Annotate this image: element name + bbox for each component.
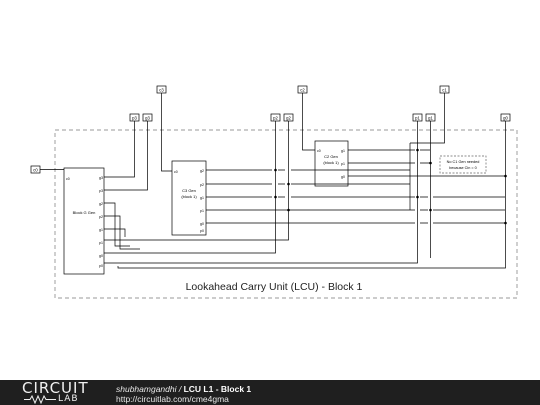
block-g-pin: g0 xyxy=(99,254,103,258)
footer-bar: CIRCUIT LAB shubhamgandhi / LCU L1 - Blo… xyxy=(0,380,540,405)
port-g1: g1 xyxy=(425,113,436,122)
port-c2: c2 xyxy=(297,85,308,94)
design-name[interactable]: LCU L1 - Block 1 xyxy=(183,384,252,394)
svg-text:c1: c1 xyxy=(442,88,447,93)
c2-gen-block xyxy=(314,140,349,187)
port-c0: c0 xyxy=(30,165,41,174)
c3-pin: p2 xyxy=(200,183,204,187)
block-g-pin: g1 xyxy=(99,228,103,232)
c3-c0-pin: c0 xyxy=(174,170,178,174)
svg-text:g3: g3 xyxy=(145,116,150,121)
block-g-gen xyxy=(63,167,105,275)
port-p3: p3 xyxy=(129,113,140,122)
block-g-pin: p3 xyxy=(99,189,103,193)
junctions xyxy=(274,148,507,225)
note-box xyxy=(439,155,487,174)
author-link[interactable]: shubhamgandhi xyxy=(116,384,177,394)
lcu-boundary xyxy=(54,129,518,299)
schematic: Block G Gen c0 g3 p3 g2 p2 g1 p1 g0 p0 C… xyxy=(30,85,518,299)
port-g0: g0 xyxy=(500,113,511,122)
block-g-pin: p0 xyxy=(99,264,103,268)
port-g3: g3 xyxy=(142,113,153,122)
title-separator: / xyxy=(176,384,184,394)
c2-gen-sublabel: (block 1) xyxy=(323,160,339,165)
c2-pin: g1 xyxy=(341,149,345,153)
c3-gen-label: C3 Gen xyxy=(182,188,196,193)
c2-c0-pin: c0 xyxy=(317,149,321,153)
c3-gen-sublabel: (block 1) xyxy=(181,194,197,199)
c3-pin: p1 xyxy=(200,209,204,213)
design-title: shubhamgandhi / LCU L1 - Block 1 xyxy=(116,384,251,394)
c2-gen-label: C2 Gen xyxy=(324,154,338,159)
c3-pin: g2 xyxy=(200,169,204,173)
svg-text:g1: g1 xyxy=(428,116,433,121)
svg-text:p2: p2 xyxy=(273,116,278,121)
c3-pin: p0 xyxy=(200,229,204,233)
logo-lab-text: LAB xyxy=(58,394,79,404)
svg-text:g2: g2 xyxy=(286,116,291,121)
note-line-1: No C1 Gen needed xyxy=(447,160,480,164)
c3-gen-block xyxy=(171,160,207,236)
svg-text:g0: g0 xyxy=(503,116,508,121)
note-line-2: because Cin = 0 xyxy=(449,166,477,170)
c2-pin: g0 xyxy=(341,175,345,179)
block-g-gen-label: Block G Gen xyxy=(73,210,96,215)
port-c1: c1 xyxy=(439,85,450,94)
schematic-canvas: Block G Gen c0 g3 p3 g2 p2 g1 p1 g0 p0 C… xyxy=(30,85,518,299)
block-g-pin: g2 xyxy=(99,202,103,206)
resistor-icon xyxy=(24,395,56,404)
svg-text:c0: c0 xyxy=(33,168,38,173)
design-url[interactable]: http://circuitlab.com/cme4gma xyxy=(116,394,229,404)
wires xyxy=(40,93,506,269)
diagram-title: Lookahead Carry Unit (LCU) - Block 1 xyxy=(186,281,363,293)
port-p1: p1 xyxy=(412,113,423,122)
port-p2: p2 xyxy=(270,113,281,122)
block-g-pin: p2 xyxy=(99,215,103,219)
port-g2: g2 xyxy=(283,113,294,122)
c3-pin: g1 xyxy=(200,196,204,200)
block-g-pin: g3 xyxy=(99,176,103,180)
c3-pin: g0 xyxy=(200,222,204,226)
svg-text:c2: c2 xyxy=(300,88,305,93)
block-g-pin: p1 xyxy=(99,241,103,245)
port-c3: c3 xyxy=(156,85,167,94)
block-g-c0-pin: c0 xyxy=(66,177,70,181)
c2-pin: p1 xyxy=(341,162,345,166)
svg-text:c3: c3 xyxy=(159,88,164,93)
circuitlab-logo[interactable]: CIRCUIT xyxy=(22,379,89,397)
svg-text:p1: p1 xyxy=(415,116,420,121)
svg-text:p3: p3 xyxy=(132,116,137,121)
